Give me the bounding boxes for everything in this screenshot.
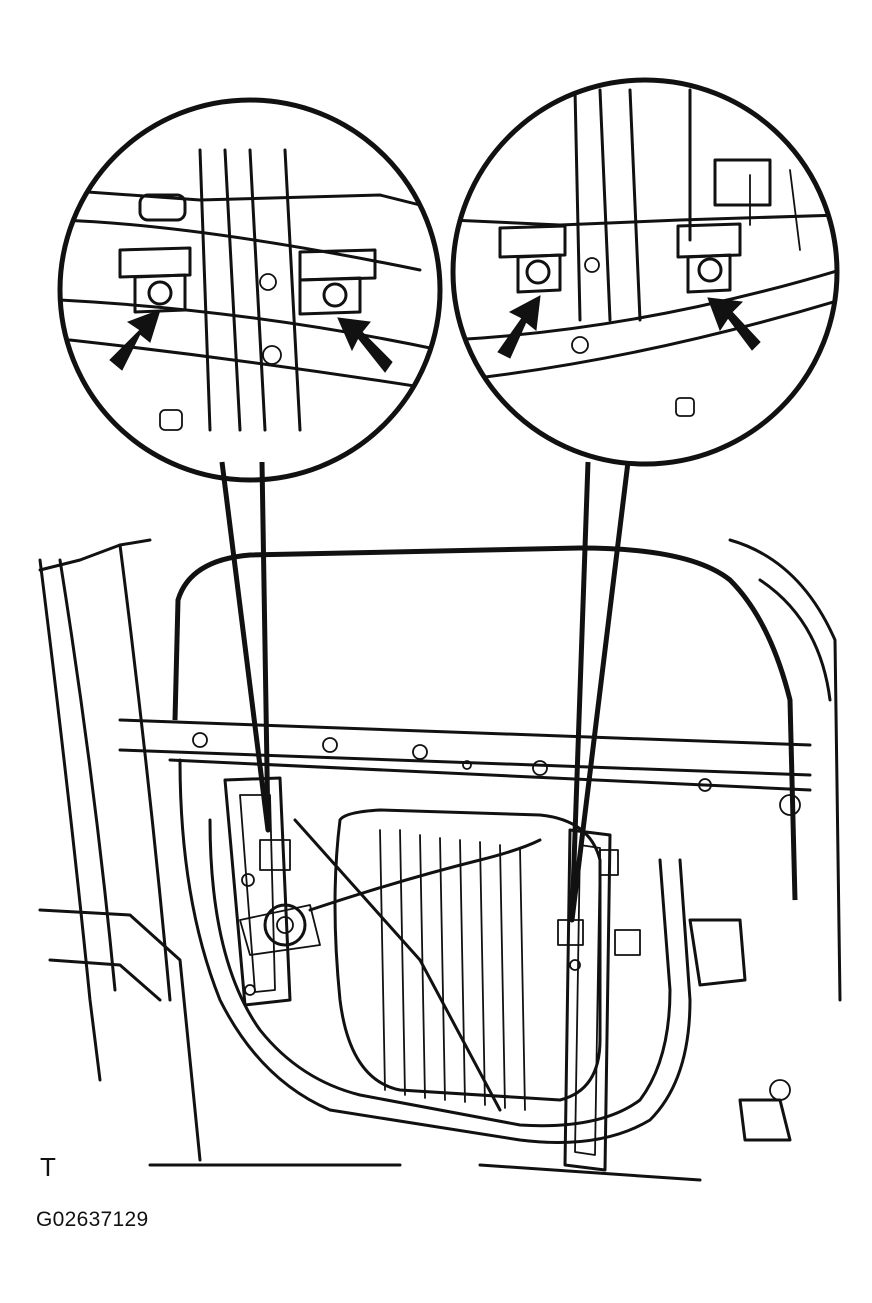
- door-panel: [38, 538, 842, 1182]
- left-bolt-arrow-1: [109, 309, 161, 371]
- regulator-front-rail: [223, 776, 321, 1007]
- view-mark: T: [40, 1152, 56, 1182]
- right-bolt-arrow-1: [497, 295, 541, 359]
- right-callout: [450, 77, 840, 923]
- left-callout: [57, 97, 443, 833]
- figure-id: G02637129: [36, 1208, 149, 1231]
- left-bolt-arrow-2: [337, 317, 393, 373]
- regulator-rear-rail: [557, 828, 641, 1172]
- right-bolt-arrow-2: [707, 297, 761, 351]
